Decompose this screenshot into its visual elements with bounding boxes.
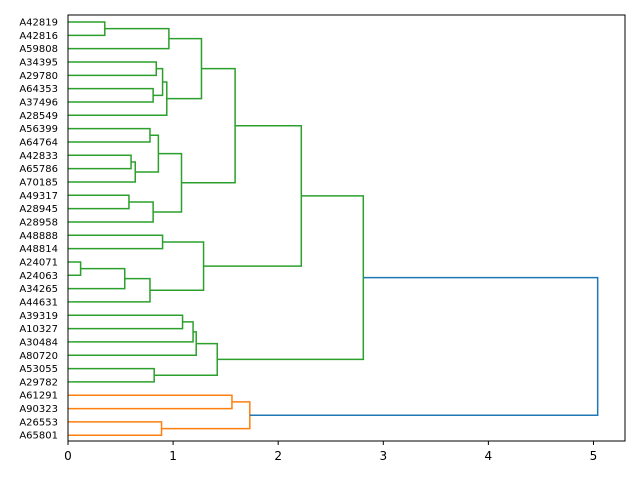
branch-m21 bbox=[203, 124, 303, 267]
branch-m23 bbox=[68, 321, 194, 343]
branch-m26 bbox=[154, 342, 218, 376]
leaf-label: A34395 bbox=[19, 57, 58, 68]
x-tick-label: 4 bbox=[485, 449, 493, 463]
leaf-label: A42816 bbox=[19, 31, 58, 42]
leaf-label: A26553 bbox=[19, 417, 58, 428]
branch-m29 bbox=[68, 421, 163, 436]
leaf-label: A28958 bbox=[19, 217, 58, 228]
branch-m17 bbox=[68, 261, 82, 277]
leaf-label: A65786 bbox=[19, 164, 58, 175]
branch-m10 bbox=[68, 161, 137, 183]
branch-m8 bbox=[68, 127, 151, 143]
branch-m30 bbox=[161, 401, 251, 430]
branch-m3 bbox=[68, 61, 158, 77]
branch-m7 bbox=[166, 37, 203, 100]
branch-m12 bbox=[68, 194, 130, 210]
branch-m16 bbox=[68, 234, 164, 250]
x-tick-label: 2 bbox=[274, 449, 282, 463]
leaf-label: A70185 bbox=[19, 177, 58, 188]
leaf-label: A42833 bbox=[19, 151, 58, 162]
leaf-label: A90323 bbox=[19, 404, 58, 415]
branch-m18 bbox=[68, 267, 126, 290]
branch-m27 bbox=[217, 195, 365, 361]
leaf-label: A24071 bbox=[19, 257, 58, 268]
leaf-label: A37496 bbox=[19, 97, 58, 108]
leaf-label: A10327 bbox=[19, 324, 58, 335]
leaf-label: A24063 bbox=[19, 271, 58, 282]
x-tick-label: 0 bbox=[64, 449, 72, 463]
x-tick-label: 1 bbox=[169, 449, 177, 463]
plot-frame bbox=[67, 14, 626, 442]
leaf-label: A28945 bbox=[19, 204, 58, 215]
leaf-label: A48814 bbox=[19, 244, 58, 255]
branch-m1 bbox=[68, 21, 106, 37]
branch-m2 bbox=[68, 27, 170, 50]
branch-m5 bbox=[153, 67, 164, 97]
leaf-label: A42819 bbox=[19, 18, 58, 29]
leaf-labels: A42819A42816A59808A34395A29780A64353A374… bbox=[19, 18, 58, 442]
branch-m24 bbox=[68, 331, 197, 356]
branch-m28 bbox=[68, 394, 233, 410]
leaf-label: A29782 bbox=[19, 377, 58, 388]
leaf-label: A39319 bbox=[19, 311, 58, 322]
x-axis: 0 1 2 3 4 5 bbox=[64, 441, 597, 463]
leaf-label: A64353 bbox=[19, 84, 58, 95]
leaf-label: A61291 bbox=[19, 391, 58, 402]
leaf-label: A59808 bbox=[19, 44, 58, 55]
dendrogram-branches bbox=[68, 21, 599, 436]
branch-m31 bbox=[249, 276, 599, 416]
leaf-label: A48888 bbox=[19, 231, 58, 242]
branch-m22 bbox=[68, 314, 184, 330]
branch-m25 bbox=[68, 367, 155, 383]
leaf-label: A44631 bbox=[19, 297, 58, 308]
leaf-label: A53055 bbox=[19, 364, 58, 375]
leaf-label: A30484 bbox=[19, 337, 58, 348]
branch-m6 bbox=[68, 81, 168, 117]
branch-m4 bbox=[68, 87, 154, 103]
branch-m15 bbox=[181, 67, 236, 184]
branch-m13 bbox=[68, 201, 154, 223]
x-tick-label: 3 bbox=[379, 449, 387, 463]
branch-m14 bbox=[153, 152, 183, 213]
leaf-label: A49317 bbox=[19, 191, 58, 202]
leaf-label: A29780 bbox=[19, 71, 58, 82]
leaf-label: A28549 bbox=[19, 111, 58, 122]
branch-m11 bbox=[135, 134, 160, 173]
leaf-label: A56399 bbox=[19, 124, 58, 135]
leaf-label: A64764 bbox=[19, 137, 58, 148]
leaf-label: A65801 bbox=[19, 431, 58, 442]
x-tick-label: 5 bbox=[590, 449, 598, 463]
branch-m19 bbox=[68, 277, 151, 303]
branch-m9 bbox=[68, 154, 132, 170]
leaf-label: A80720 bbox=[19, 351, 58, 362]
leaf-label: A34265 bbox=[19, 284, 58, 295]
